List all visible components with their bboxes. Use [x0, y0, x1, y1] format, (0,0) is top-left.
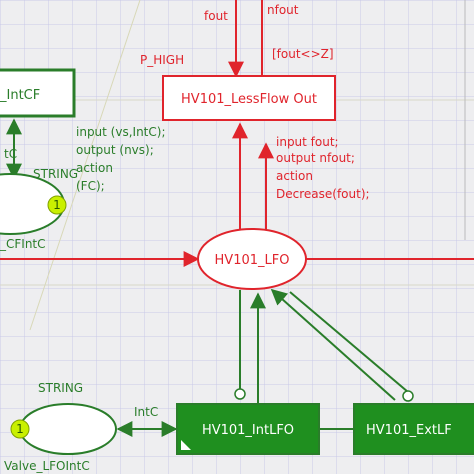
inscription-green: input (vs,IntC); output (nvs); action (F… — [76, 125, 165, 193]
arc-end-circle — [402, 390, 414, 402]
place-cf-int-c-name: _CFIntC — [0, 237, 46, 251]
token-count: 1 — [53, 198, 61, 212]
token-count: 1 — [16, 422, 24, 436]
svg-text:(FC);: (FC); — [76, 179, 105, 193]
transition-lessflow-out[interactable]: HV101_LessFlow Out — [162, 75, 336, 121]
label-tc: tC — [4, 147, 17, 161]
guide-line — [29, 0, 141, 331]
svg-text:output (nvs);: output (nvs); — [76, 143, 154, 157]
place-cf-int-c-type: STRING — [33, 167, 78, 181]
arc-end-circle — [234, 388, 246, 400]
place-valve-lfo-int-c[interactable]: 1 — [10, 403, 117, 455]
transition-int-cf[interactable]: _IntCF — [0, 68, 76, 118]
label-p-high: P_HIGH — [140, 53, 184, 67]
place-lfo[interactable]: HV101_LFO — [197, 228, 307, 290]
place-valve-name: Valve_LFOIntC — [4, 459, 90, 473]
svg-text:input fout;: input fout; — [276, 135, 339, 149]
transition-ext-lf-label: HV101_ExtLF — [366, 423, 452, 438]
svg-text:Decrease(fout);: Decrease(fout); — [276, 187, 370, 201]
corner-marker-icon — [181, 440, 191, 450]
inscription-red: input fout; output nfout; action Decreas… — [276, 135, 370, 201]
place-valve-type: STRING — [38, 381, 83, 395]
transition-int-cf-label: _IntCF — [0, 88, 40, 103]
label-guard: [fout<>Z] — [272, 47, 334, 61]
label-nfout: nfout — [267, 3, 299, 17]
token-badge — [10, 419, 30, 439]
svg-text:input (vs,IntC);: input (vs,IntC); — [76, 125, 165, 139]
arc-extlf-to-lfo-1[interactable] — [270, 288, 396, 401]
transition-ext-lf[interactable]: HV101_ExtLF — [353, 403, 474, 455]
svg-text:action: action — [276, 169, 313, 183]
label-fout: fout — [204, 9, 228, 23]
svg-text:output nfout;: output nfout; — [276, 151, 355, 165]
place-cf-int-c[interactable]: 1 — [0, 173, 67, 235]
svg-text:action: action — [76, 161, 113, 175]
transition-int-lfo-label: HV101_IntLFO — [202, 423, 294, 438]
transition-int-lfo[interactable]: HV101_IntLFO — [176, 403, 320, 455]
arc-extlf-to-lfo-2[interactable] — [289, 291, 409, 393]
place-lfo-label: HV101_LFO — [215, 253, 290, 268]
token-badge — [47, 195, 67, 215]
transition-lessflow-out-label: HV101_LessFlow Out — [181, 92, 317, 107]
label-int-c: IntC — [134, 405, 158, 419]
